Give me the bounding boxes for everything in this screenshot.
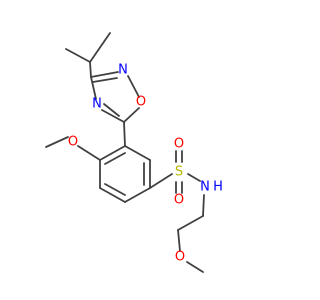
- bond-benzene-methoxy-o: [77, 145, 101, 161]
- atom-amine-h: H: [213, 180, 223, 195]
- molecule-diagram: N O N O S O O N H O: [45, 32, 223, 273]
- bond-o-ch3: [186, 261, 204, 273]
- bond-c3-n2: [90, 71, 119, 78]
- bond-c5-n4: [101, 109, 125, 123]
- atom-ether-o: O: [175, 250, 185, 265]
- bond-benzene-1: [124, 145, 151, 161]
- bond-ch2-ch2: [177, 215, 204, 231]
- bond-n2-o1: [127, 75, 140, 98]
- atom-ring-n4: N: [92, 97, 102, 112]
- atom-methoxy-o: O: [68, 135, 78, 150]
- bond-methoxy-o-ch3: [45, 136, 69, 148]
- bond-c5-n4-double: [103, 103, 120, 117]
- bond-isopropyl-1: [65, 48, 91, 63]
- structure-svg: N O N O S O O N H O: [45, 32, 223, 273]
- atom-sulfur: S: [175, 165, 183, 180]
- bond-o1-c5: [123, 107, 140, 123]
- bond-isopropyl-2: [89, 32, 111, 63]
- bond-n4-c3: [90, 76, 97, 100]
- bond-benzene-6-double: [104, 152, 126, 165]
- bond-c3-n2-double: [92, 77, 118, 83]
- bond-isopropyl-3: [89, 61, 92, 78]
- bond-ch2-o: [177, 229, 181, 252]
- bond-benzene-4-double: [104, 183, 126, 196]
- bond-n-ch2: [202, 194, 205, 217]
- bond-c5-benzene: [123, 121, 126, 147]
- atom-ring-n2: N: [118, 63, 128, 78]
- atom-ring-o1: O: [136, 95, 146, 110]
- bond-benzene-4: [99, 187, 126, 203]
- atom-sulfonyl-o-bottom: O: [174, 193, 184, 208]
- atom-sulfonyl-o-top: O: [174, 137, 184, 152]
- bond-s-n: [187, 173, 201, 182]
- atom-amine-n: N: [200, 180, 210, 195]
- bond-benzene-3: [124, 187, 151, 203]
- bond-benzene-6: [99, 145, 126, 161]
- bond-benzene-s: [149, 173, 173, 189]
